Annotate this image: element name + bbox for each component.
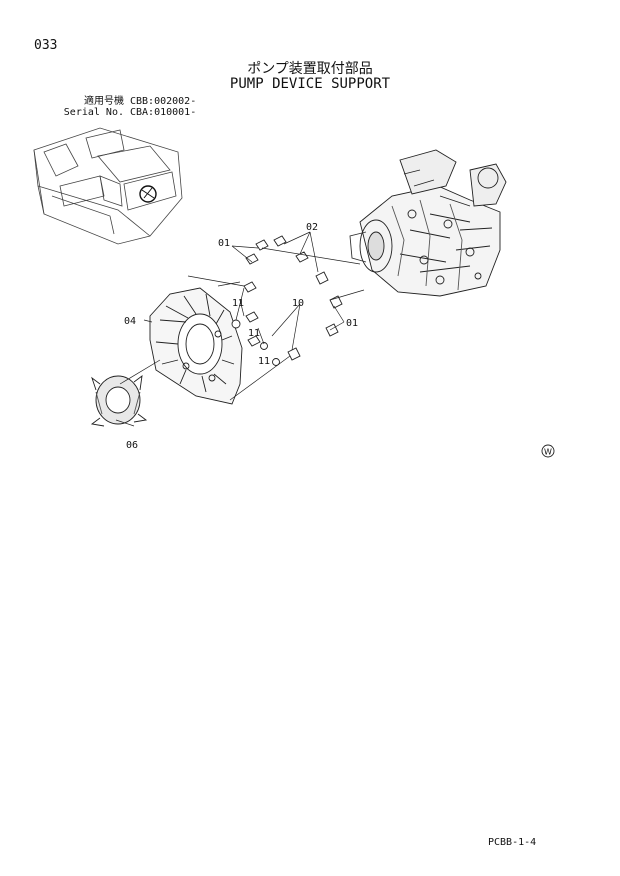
serial-label: Serial No. <box>63 107 124 118</box>
leader-lines <box>115 231 365 427</box>
hydraulic-pump-illustration <box>349 149 507 297</box>
callout-10: 10 <box>292 298 304 309</box>
excavator-location-illustration <box>33 127 183 245</box>
callout-01: 01 <box>218 238 230 249</box>
page-title-japanese: ポンプ装置取付部品 <box>247 61 373 77</box>
housing-plate-illustration <box>149 287 243 405</box>
circled-w-mark: W <box>541 444 555 458</box>
circled-w-letter: W <box>544 448 552 457</box>
coupling-illustration <box>90 374 148 427</box>
callout-01: 01 <box>346 318 358 329</box>
callout-11: 11 <box>248 328 260 339</box>
serial-value-2: CBA:010001- <box>130 107 197 118</box>
footer-page-code: PCBB-1-4 <box>488 837 537 848</box>
serial-value-1: CBB:002002- <box>130 96 197 107</box>
callout-11: 11 <box>232 298 244 309</box>
page-title: PUMP DEVICE SUPPORT <box>229 76 391 92</box>
callout-04: 04 <box>124 316 136 327</box>
callout-06: 06 <box>126 440 138 451</box>
page-number: 033 <box>34 38 58 53</box>
callout-02: 02 <box>306 222 318 233</box>
serial-number-block: 適用号機 CBB:002002- Serial No. CBA:010001- <box>52 96 196 118</box>
callout-11: 11 <box>258 356 270 367</box>
bolts-and-washers <box>231 235 343 366</box>
serial-label-jp: 適用号機 <box>84 96 124 107</box>
